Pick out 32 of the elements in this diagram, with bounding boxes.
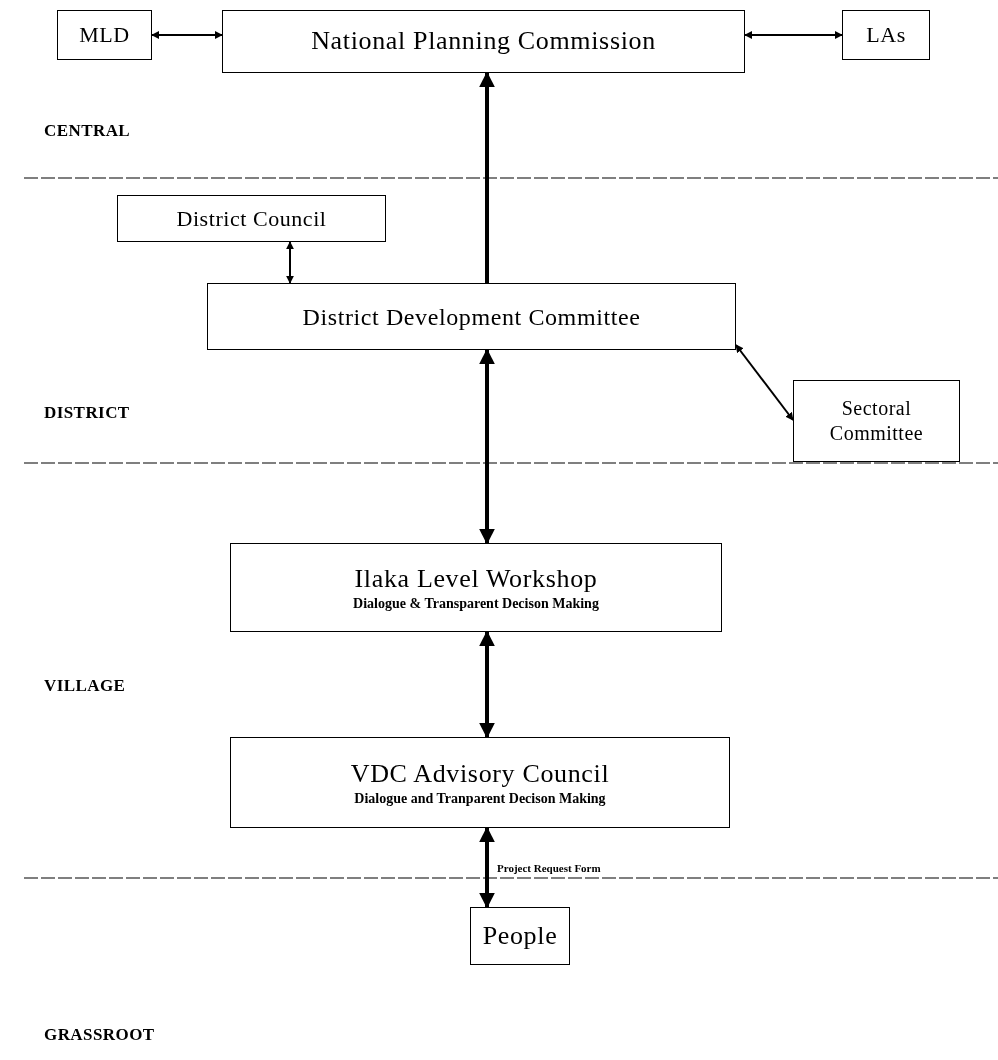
arrow bbox=[286, 241, 294, 284]
box-subtitle: Dialogue and Tranparent Decison Making bbox=[354, 790, 606, 808]
box-title: Ilaka Level Workshop bbox=[354, 562, 598, 595]
arrow bbox=[479, 826, 495, 909]
level-label: VILLAGE bbox=[44, 675, 126, 697]
arrow bbox=[151, 31, 223, 39]
level-label: CENTRAL bbox=[44, 120, 131, 142]
process-box bbox=[793, 380, 960, 462]
level-label: GRASSROOT bbox=[44, 1024, 155, 1046]
level-label: DISTRICT bbox=[44, 402, 130, 424]
arrow bbox=[735, 344, 794, 421]
box-title: LAs bbox=[866, 21, 906, 49]
box-title: MLD bbox=[79, 21, 130, 49]
box-title: District Development Committee bbox=[302, 302, 641, 332]
process-box bbox=[230, 737, 730, 828]
box-title: People bbox=[482, 919, 558, 952]
box-title: District Council bbox=[176, 204, 327, 233]
process-box bbox=[842, 10, 930, 60]
arrow bbox=[479, 71, 495, 283]
box-title: National Planning Commission bbox=[311, 25, 656, 58]
process-box bbox=[207, 283, 736, 350]
box-subtitle: Dialogue & Transparent Decison Making bbox=[353, 595, 599, 613]
arrow bbox=[479, 348, 495, 545]
box-title: VDC Advisory Council bbox=[350, 757, 610, 790]
process-box bbox=[117, 195, 386, 242]
process-box bbox=[57, 10, 152, 60]
arrow bbox=[744, 31, 843, 39]
process-box bbox=[222, 10, 745, 73]
box-title: Sectoral Committee bbox=[828, 396, 925, 446]
process-box bbox=[230, 543, 722, 632]
process-box bbox=[470, 907, 570, 965]
arrow bbox=[479, 630, 495, 739]
